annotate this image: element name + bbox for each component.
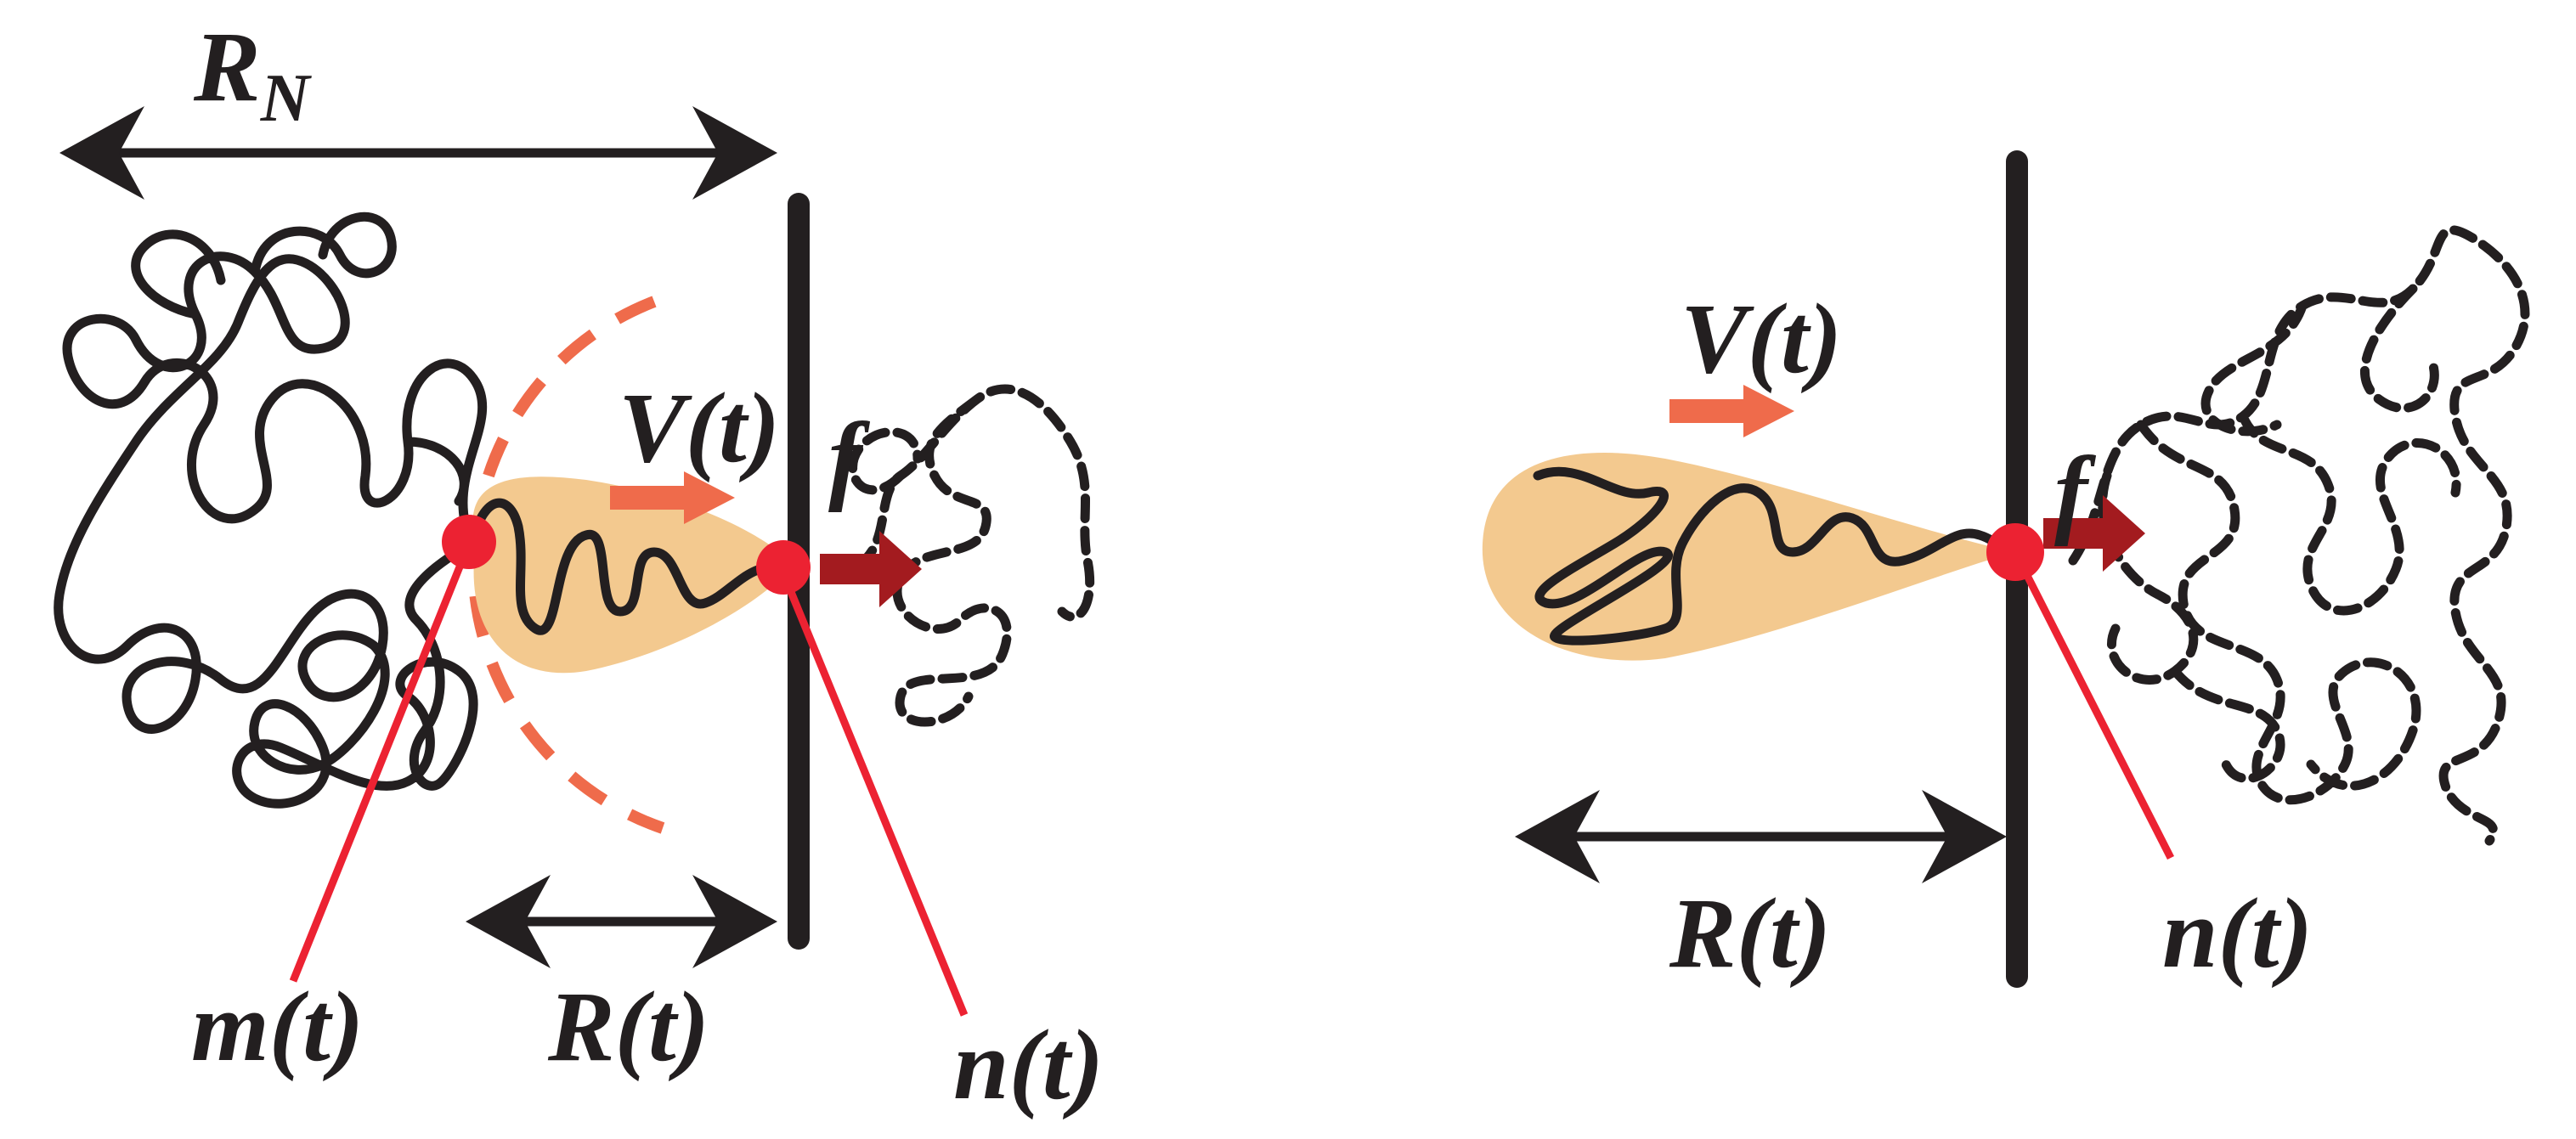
pore-monomer-left — [756, 540, 811, 595]
force-label-right: f — [2054, 436, 2088, 547]
distance-label-left: R(t) — [548, 971, 710, 1082]
coiled-chain — [54, 211, 488, 809]
velocity-label-left: V(t) — [619, 372, 781, 483]
velocity-arrow-right — [1669, 385, 1794, 437]
rt-double-arrow-right — [1515, 790, 2007, 883]
left-panel — [54, 106, 1095, 1017]
translocated-chain-right — [2068, 225, 2530, 846]
rn-label: RN — [194, 17, 310, 133]
right-panel — [1482, 150, 2530, 988]
n-pointer-line-left — [777, 567, 969, 1017]
translocated-chain-left — [848, 384, 1095, 727]
tension-blob-right — [1482, 453, 2014, 661]
rn-label-main: R — [194, 11, 261, 122]
force-label-left: f — [828, 402, 862, 513]
tension-front-monomer — [442, 515, 496, 569]
rn-double-arrow — [59, 106, 777, 200]
velocity-label-right: V(t) — [1681, 283, 1843, 394]
tension-front-arc — [467, 296, 665, 834]
rn-label-subscript: N — [260, 61, 310, 136]
m-pointer-line — [289, 542, 473, 983]
force-arrow-left — [820, 531, 922, 607]
stretched-chain — [466, 498, 791, 635]
pore-monomer-right — [1986, 523, 2044, 581]
n-label-right: n(t) — [2162, 877, 2313, 989]
m-label: m(t) — [191, 971, 364, 1082]
stretched-chain-right — [1533, 466, 2019, 646]
n-label-left: n(t) — [953, 1009, 1104, 1120]
force-arrow-right — [2043, 495, 2145, 572]
rt-double-arrow-left — [466, 875, 777, 968]
velocity-arrow-left — [610, 471, 735, 524]
n-pointer-line-right — [2011, 550, 2175, 860]
distance-label-right: R(t) — [1669, 877, 1832, 989]
